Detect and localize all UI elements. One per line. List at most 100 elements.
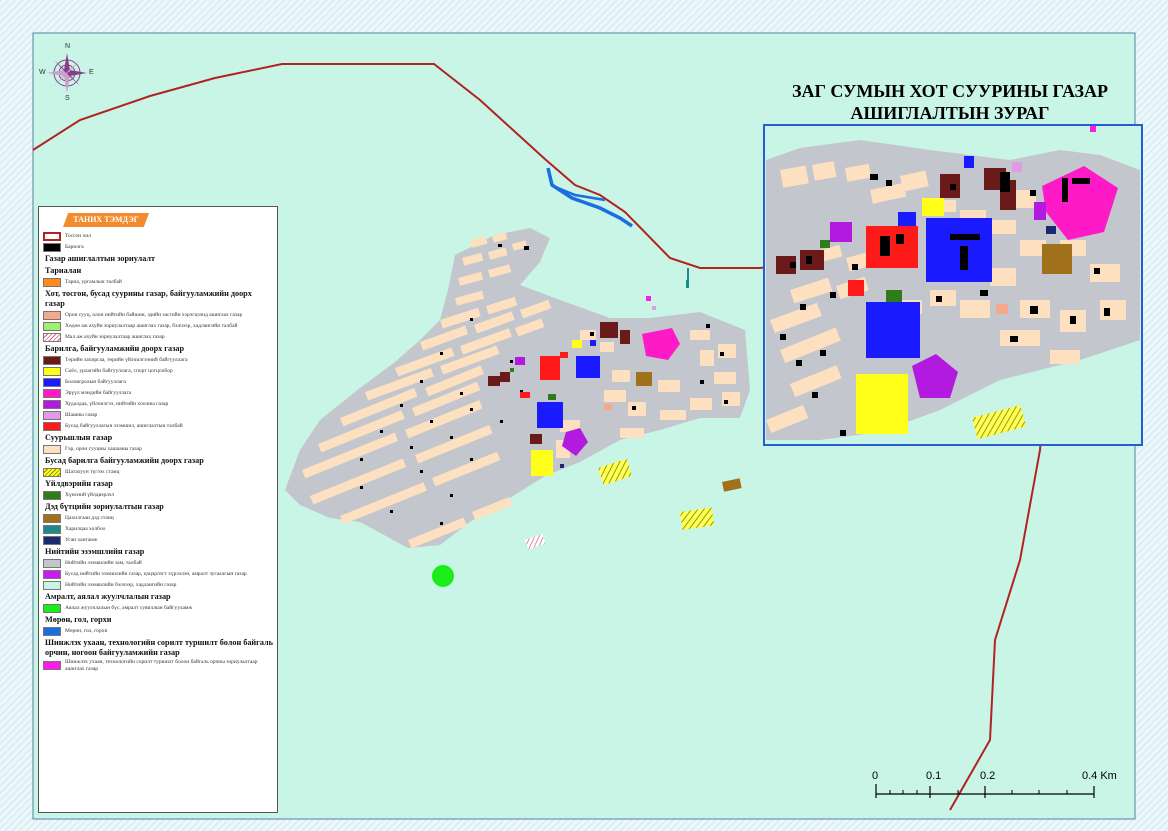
legend-item: Бусад нийтийн эзэмшлийн газар, цэцэрлэгт… [43,569,273,579]
legend-label: Цахилгаан дэд станц [65,514,114,521]
legend-item: Нийтийн эзэмшлийн бэлчээр, хадлангийн га… [43,580,273,590]
compass-n: N [65,43,71,50]
legend-item: Мөрөн, гол, горхи [43,626,273,636]
map-title: ЗАГ СУМЫН ХОТ СУУРИНЫ ГАЗАР АШИГЛАЛТЫН З… [760,80,1140,124]
legend-swatch [43,661,61,670]
compass-s: S [65,95,70,102]
scale-bar: 0 0.1 0.2 0.4 Km [868,768,1128,804]
legend-swatch [43,580,61,590]
compass-e: E [89,69,94,76]
legend-swatch [43,277,61,287]
compass-rose-icon [47,53,87,93]
scale-label-1: 0.1 [926,770,942,782]
legend-swatch [43,399,61,409]
legend-item: Гэр, орон сууцны хашааны газар [43,444,273,454]
legend-label: Орон сууц, олон нийтийн байшин, эдийн за… [65,311,243,318]
scale-bar-graphic [875,784,1095,798]
legend-item: Соёл, урлагийн байгууллага, спорт цогцол… [43,366,273,376]
legend-item: Боловсролын байгууллага [43,377,273,387]
legend-item: Цахилгаан дэд станц [43,513,273,523]
legend-item: Усан хангамж [43,535,273,545]
map-title-line2: АШИГЛАЛТЫН ЗУРАГ [850,103,1050,123]
village-boundary [32,63,1055,811]
residential-plots [302,232,740,549]
legend-heading: Хот, тосгон, бусад суурины газар, байгуу… [45,289,252,308]
legend-swatch [43,377,61,387]
buildings [360,244,728,525]
legend-item: Төрийн захиргаа, төрийн үйлчилгээний бай… [43,355,273,365]
legend-label: Нийтийн эзэмшлийн бэлчээр, хадлангийн га… [65,581,177,588]
legend-label: Гэр, орон сууцны хашааны газар [65,445,142,452]
legend-heading: Шинжлэх ухаан, технологийн сорилт туршил… [45,638,273,657]
legend-swatch [43,242,61,252]
legend-item: Тариа, ургамлын талбай [43,277,273,287]
legend-swatch [43,524,61,534]
scale-label-2: 0.2 [980,770,996,782]
legend-label: Төрийн захиргаа, төрийн үйлчилгээний бай… [65,356,188,363]
legend-item: Нийтийн эзэмшлийн зам, талбай [43,558,273,568]
legend-item: Хөдөө аж ахуйн зориулалтаар ашиглах газа… [43,321,273,331]
legend-item: Орон сууц, олон нийтийн байшин, эдийн за… [43,310,273,320]
legend-heading: Барилга, байгууламжийн доорх газар [45,344,185,353]
legend-label: Соёл, урлагийн байгууллага, спорт цогцол… [65,367,173,374]
scale-label-0: 0 [872,770,879,782]
legend-label: Хүнсний үйлдвэрлэл [65,491,114,498]
legend-label: Мөрөн, гол, горхи [65,627,108,634]
legend-swatch [43,467,61,477]
legend-swatch [43,366,61,376]
legend-label: Хөдөө аж ахуйн зориулалтаар ашиглах газа… [65,322,238,329]
legend-label: Шатахуун түгээх станц [65,468,120,475]
legend-swatch [43,355,61,365]
legend-swatch [43,310,61,320]
legend-label: Мал аж ахуйн зориулалтаар ашиглах газар [65,333,165,340]
river [546,167,633,228]
legend-label: Шинжлэх ухаан, технологийн сорилт туршил… [65,659,258,672]
inset-map [763,124,1143,446]
legend-item: Худалдаа, үйлчилгээ, нийтийн хоолны газа… [43,399,273,409]
legend-heading: Мөрөн, гол, горхи [45,615,112,624]
legend-label: Эрүүл мэндийн байгууллага [65,389,132,396]
compass: N S W E [39,43,94,105]
legend-heading: Бусад барилга байгууламжийн доорх газар [45,456,204,465]
river-branch [552,184,606,202]
legend-item: Эрүүл мэндийн байгууллага [43,388,273,398]
legend-heading: Нийтийн эзэмшлийн газар [45,547,145,556]
legend-heading: Тариалан [45,266,82,275]
legend-item: Хүнсний үйлдвэрлэл [43,490,273,500]
legend-item: Мал аж ахуйн зориулалтаар ашиглах газар [43,332,273,342]
institution-parcels [432,280,742,587]
legend-swatch [43,231,61,241]
legend-heading: Газар ашиглалтын зориулалт [45,254,155,263]
legend-swatch [43,444,61,454]
legend-swatch [43,321,61,331]
legend-item: Шинжлэх ухаан, технологийн сорилт туршил… [43,659,273,672]
legend-swatch [43,332,61,342]
legend-swatch [43,569,61,579]
legend-label: Усан хангамж [65,536,98,543]
compass-w: W [39,69,46,76]
legend-label: Бусад байгууллагын эзэмшил, ашиглалтын т… [65,422,183,429]
legend-label: Тариа, ургамлын талбай [65,278,122,285]
legend-label: Бусад нийтийн эзэмшлийн газар, цэцэрлэгт… [65,570,247,577]
legend-swatch [43,388,61,398]
legend-heading: Амралт, аялал жуулчлалын газар [45,592,171,601]
legend-label: Нийтийн эзэмшлийн зам, талбай [65,559,142,566]
legend-swatch [43,513,61,523]
legend-item: Шатахуун түгээх станц [43,467,273,477]
legend-title: ТАНИХ ТЭМДЭГ [63,213,149,227]
legend-swatch [43,558,61,568]
legend-label: Тосгон хил [65,232,91,239]
legend-heading: Үйлдвэрийн газар [45,479,113,488]
legend-item: Бусад байгууллагын эзэмшил, ашиглалтын т… [43,421,273,431]
legend-label: Боловсролын байгууллага [65,378,126,385]
legend-swatch [43,421,61,431]
legend-label: Барилга [65,243,84,250]
legend-item: Тосгон хил [43,231,273,241]
legend-swatch [43,535,61,545]
legend-heading: Суурьшлын газар [45,433,113,442]
legend-swatch [43,490,61,500]
legend-item: Аялал жуулчлалын бүс, амралт сувиллын ба… [43,603,273,613]
legend-swatch [43,410,61,420]
